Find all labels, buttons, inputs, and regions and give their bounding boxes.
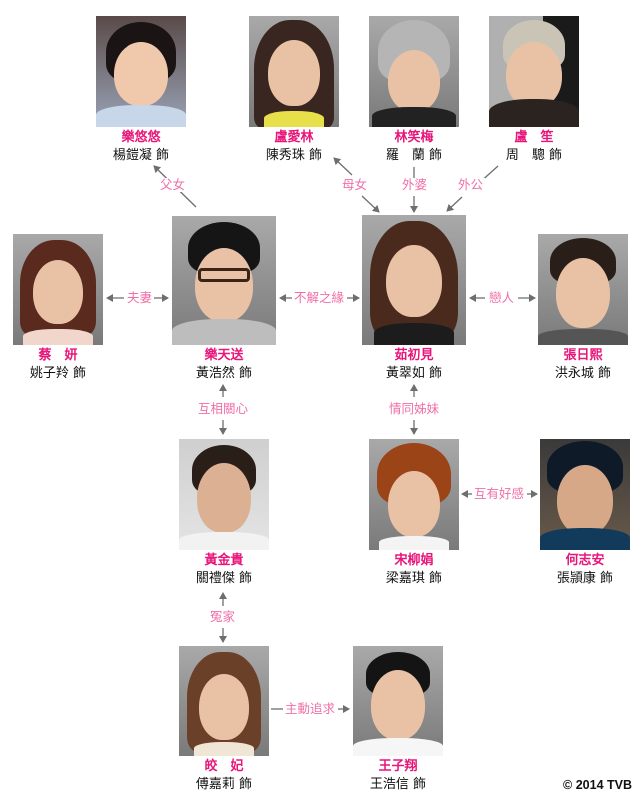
relation-label: 互有好感: [472, 486, 527, 501]
actor-name: 洪永城 飾: [554, 366, 612, 381]
role-name: 蔡 妍: [38, 348, 78, 363]
role-name: 盧愛林: [274, 130, 314, 145]
role-name: 何志安: [565, 553, 605, 568]
relation-label: 主動追求: [283, 701, 338, 716]
actor-name: 陳秀珠 飾: [265, 148, 323, 163]
role-name: 王子翔: [378, 759, 418, 774]
relation-label: 外婆: [400, 177, 430, 192]
photo-cheung-yat-hei: [538, 234, 628, 345]
photo-lo-oi-lam: [249, 16, 339, 127]
actor-name: 張頴康 飾: [556, 571, 614, 586]
actor-name: 羅 蘭 飾: [385, 148, 443, 163]
actor-name: 關禮傑 飾: [195, 571, 253, 586]
actor-name: 楊鎧凝 飾: [112, 148, 170, 163]
role-name: 林笑梅: [394, 130, 434, 145]
role-name: 皎 妃: [204, 759, 244, 774]
role-name: 張日熙: [563, 348, 603, 363]
actor-name: 周 驄 飾: [505, 148, 563, 163]
photo-yu-chor-kin: [362, 215, 466, 345]
photo-lok-tin-sung: [172, 216, 276, 345]
relation-label: 冤家: [208, 609, 238, 624]
role-name: 茹初見: [394, 348, 434, 363]
photo-ho-chi-on: [540, 439, 630, 550]
actor-name: 黃翠如 飾: [385, 366, 443, 381]
copyright-notice: © 2014 TVB: [563, 778, 632, 792]
photo-lok-yau-yau: [96, 16, 186, 127]
role-name: 宋柳娟: [394, 553, 434, 568]
role-name: 盧 笙: [514, 130, 554, 145]
actor-name: 黃浩然 飾: [195, 366, 253, 381]
actor-name: 姚子羚 飾: [29, 366, 87, 381]
photo-kau-fei: [179, 646, 269, 756]
relation-label: 母女: [340, 177, 370, 192]
relation-label: 互相關心: [196, 401, 251, 416]
photo-lam-siu-mui: [369, 16, 459, 127]
photo-lo-sang: [489, 16, 579, 127]
photo-wong-tsz-cheung: [353, 646, 443, 756]
actor-name: 梁嘉琪 飾: [385, 571, 443, 586]
photo-wong-kam-kwai: [179, 439, 269, 550]
relation-label: 外公: [456, 177, 486, 192]
role-name: 黃金貴: [204, 553, 244, 568]
photo-sung-lau-kuen: [369, 439, 459, 550]
relation-label: 戀人: [487, 290, 517, 305]
actor-name: 王浩信 飾: [369, 777, 427, 792]
relation-label: 不解之緣: [292, 290, 347, 305]
role-name: 樂天送: [204, 348, 244, 363]
actor-name: 傅嘉莉 飾: [195, 777, 253, 792]
photo-choi-yin: [13, 234, 103, 345]
relation-label: 情同姊妹: [387, 401, 442, 416]
relation-label: 夫妻: [125, 290, 155, 305]
role-name: 樂悠悠: [121, 130, 161, 145]
relation-label: 父女: [158, 177, 188, 192]
